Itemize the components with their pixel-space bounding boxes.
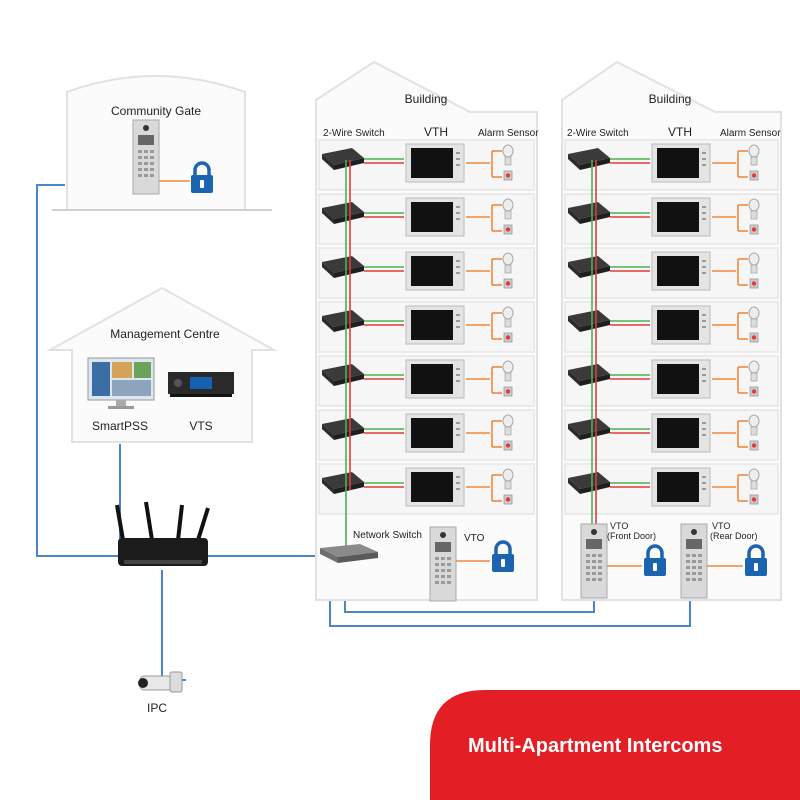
management-centre: Management Centre SmartPSS VTS <box>46 286 278 443</box>
rear-door-vto-icon <box>680 523 708 599</box>
building-2-switch-header: 2-Wire Switch <box>567 128 629 139</box>
vth-monitor-icon <box>405 197 465 237</box>
floor-row <box>318 139 535 191</box>
building-1-vto-icon <box>429 526 457 602</box>
banner-title: Multi-Apartment Intercoms <box>468 735 723 757</box>
floor-row <box>564 247 779 299</box>
vth-monitor-icon <box>405 143 465 183</box>
vth-monitor-icon <box>651 359 711 399</box>
floor-row <box>318 355 535 407</box>
vts-label: VTS <box>189 419 212 433</box>
management-centre-label: Management Centre <box>110 327 220 341</box>
rear-door-vto-label: VTO <box>712 521 730 531</box>
vth-monitor-icon <box>651 467 711 507</box>
floor-row <box>564 139 779 191</box>
vth-monitor-icon <box>651 413 711 453</box>
floor-row <box>318 463 535 515</box>
vth-monitor-icon <box>405 251 465 291</box>
floor-row <box>318 247 535 299</box>
community-gate: Community Gate <box>52 75 272 211</box>
floor-row <box>564 463 779 515</box>
vts-device-icon <box>168 372 234 397</box>
building-2-vth-header: VTH <box>668 125 692 139</box>
title-banner <box>430 690 800 800</box>
gate-vto-icon <box>132 119 160 195</box>
building-2-title: Building <box>649 92 692 106</box>
front-door-vto-icon <box>580 523 608 599</box>
building-1-entrance: Network Switch VTO <box>320 526 516 602</box>
rear-door-vto-sublabel: (Rear Door) <box>710 531 758 541</box>
router-icon <box>115 501 210 566</box>
building-1-floors <box>318 139 535 548</box>
network-switch-icon <box>320 544 378 563</box>
building-2: Building 2-Wire Switch VTH Alarm Sensor … <box>561 60 782 601</box>
front-door-vto-label: VTO <box>610 521 628 531</box>
vth-monitor-icon <box>405 467 465 507</box>
building-1-vth-header: VTH <box>424 125 448 139</box>
community-gate-label: Community Gate <box>111 104 201 118</box>
building-1-vto-label: VTO <box>464 533 485 544</box>
floor-row <box>318 409 535 461</box>
vth-monitor-icon <box>651 143 711 183</box>
building-2-alarm-header: Alarm Sensor <box>720 128 781 139</box>
floor-row <box>564 355 779 407</box>
vth-monitor-icon <box>651 251 711 291</box>
vth-monitor-icon <box>651 197 711 237</box>
building-1-title: Building <box>405 92 448 106</box>
network-switch-label: Network Switch <box>353 530 422 541</box>
building-2-floors <box>564 139 779 524</box>
floor-row <box>564 301 779 353</box>
floor-row <box>318 301 535 353</box>
front-door-vto-sublabel: (Front Door) <box>607 531 656 541</box>
vth-monitor-icon <box>405 413 465 453</box>
vth-monitor-icon <box>405 359 465 399</box>
ipc-camera: IPC <box>138 671 183 715</box>
floor-row <box>564 409 779 461</box>
building-1-alarm-header: Alarm Sensor <box>478 128 539 139</box>
floor-row <box>318 193 535 245</box>
smartpss-label: SmartPSS <box>92 419 148 433</box>
building-2-entrance: VTO (Front Door) VTO (Rear Door) <box>580 521 769 599</box>
floor-row <box>564 193 779 245</box>
ipc-label: IPC <box>147 701 167 715</box>
building-1-switch-header: 2-Wire Switch <box>323 128 385 139</box>
smartpss-monitor-icon <box>87 357 155 409</box>
vth-monitor-icon <box>405 305 465 345</box>
vth-monitor-icon <box>651 305 711 345</box>
building-1: Building 2-Wire Switch VTH Alarm Sensor … <box>315 60 539 602</box>
